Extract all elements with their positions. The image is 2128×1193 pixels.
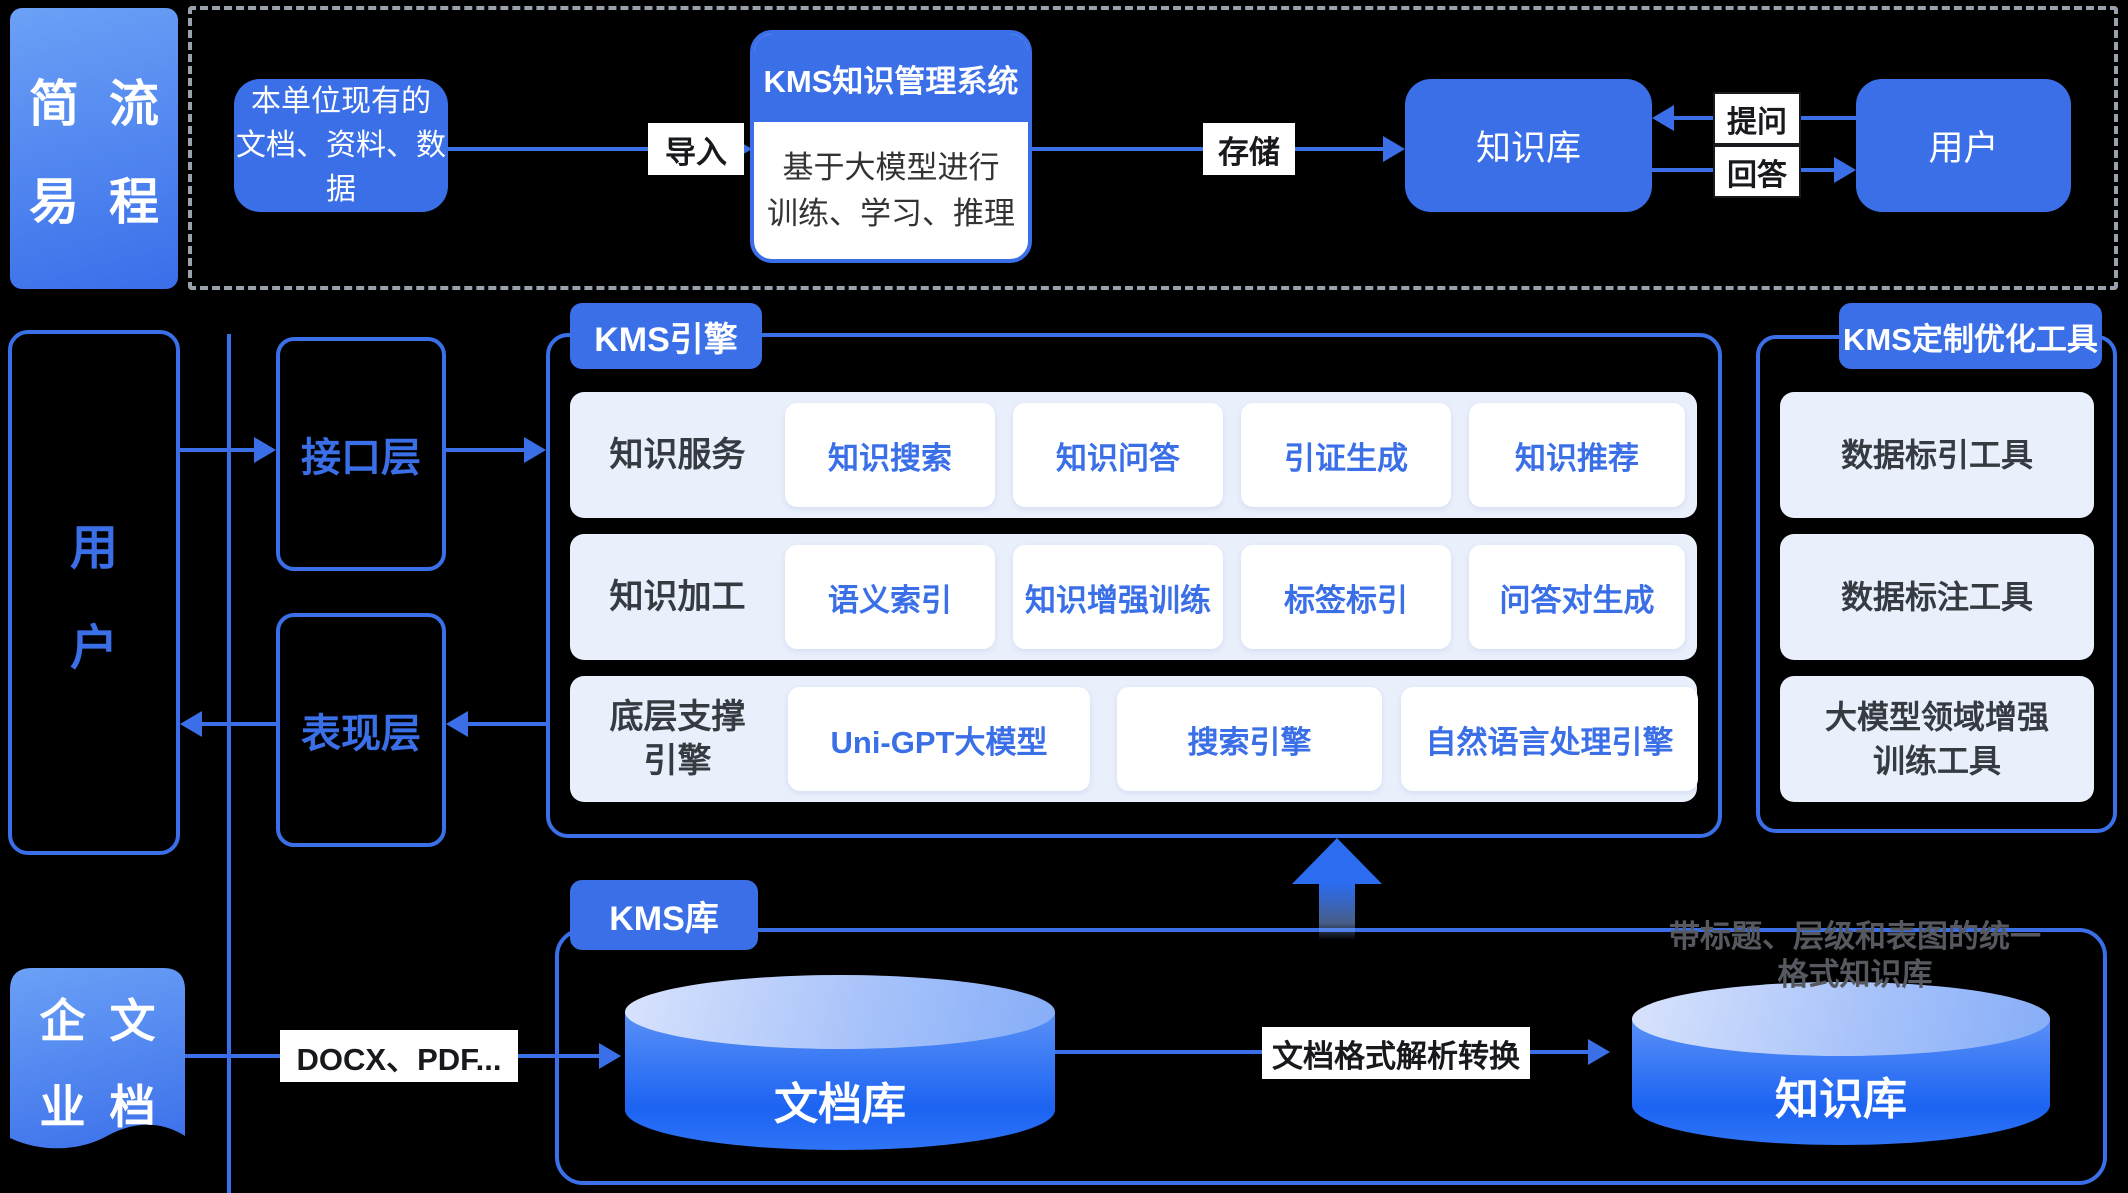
store-label: 存储 <box>1203 123 1295 175</box>
up-arrow-icon <box>1292 838 1382 884</box>
kms-system-header: KMS知识管理系统 <box>754 34 1028 122</box>
answer-label: 回答 <box>1713 145 1801 198</box>
knowledge-base-top-box: 知识库 <box>1405 79 1652 212</box>
arrow-engine-to-presentation <box>446 711 546 737</box>
engine-row-label: 知识加工 <box>609 578 746 616</box>
presentation-layer-box: 表现层 <box>276 613 446 847</box>
engine-chip: 自然语言处理引擎 <box>1401 687 1698 791</box>
engine-row-label: 知识服务 <box>609 436 746 474</box>
document-store-label: 文档库 <box>774 1080 906 1129</box>
engine-chip: 搜索引擎 <box>1117 687 1382 791</box>
process-dashed-frame <box>188 6 2118 290</box>
process-badge: 简 易 流 程 <box>10 8 178 289</box>
docx-label: DOCX、PDF... <box>280 1030 518 1082</box>
kms-system-body: 基于大模型进行 训练、学习、推理 <box>767 149 1015 231</box>
engine-chip: 语义索引 <box>785 545 995 649</box>
arrow-user-to-interface <box>180 437 276 463</box>
user-top-box: 用户 <box>1856 79 2071 212</box>
arrow-presentation-to-user <box>180 711 276 737</box>
engine-chip: Uni-GPT大模型 <box>788 687 1090 791</box>
document-store-cylinder: 文档库 <box>625 975 1055 1150</box>
engine-chip: 知识推荐 <box>1469 403 1685 507</box>
tool-card: 数据标引工具 <box>1780 392 2094 518</box>
kms-store-tab: KMS库 <box>570 880 758 950</box>
kms-engine-tab: KMS引擎 <box>570 303 762 369</box>
faded-note: 带标题、层级和表图的统一 格式知识库 <box>1669 919 2041 992</box>
engine-chip: 问答对生成 <box>1469 545 1685 649</box>
enterprise-docs-badge: 企 业 文 档 <box>10 968 185 1153</box>
process-badge-col2: 流 程 <box>109 75 159 230</box>
up-arrow-shaft <box>1319 884 1355 940</box>
knowledge-store-cylinder: 知识库 <box>1632 982 2050 1145</box>
arrow-interface-to-engine <box>446 437 546 463</box>
tool-card: 数据标注工具 <box>1780 534 2094 660</box>
tool-card: 大模型领域增强 训练工具 <box>1780 676 2094 802</box>
convert-label: 文档格式解析转换 <box>1262 1027 1530 1079</box>
kms-system-box: KMS知识管理系统 基于大模型进行 训练、学习、推理 <box>750 30 1032 263</box>
kms-engine-container <box>546 333 1722 838</box>
enterprise-badge-col1: 企 业 <box>39 994 86 1133</box>
enterprise-badge-col2: 文 档 <box>109 994 156 1133</box>
engine-chip: 知识增强训练 <box>1013 545 1223 649</box>
engine-chip: 知识搜索 <box>785 403 995 507</box>
ask-label: 提问 <box>1713 92 1801 145</box>
interface-layer-box: 接口层 <box>276 337 446 571</box>
process-badge-col1: 简 易 <box>29 75 79 230</box>
engine-row-label: 底层支撑 引擎 <box>609 698 746 780</box>
import-label: 导入 <box>648 123 744 175</box>
engine-chip: 标签标引 <box>1241 545 1451 649</box>
engine-chip: 知识问答 <box>1013 403 1223 507</box>
user-middle-box: 用 户 <box>8 330 180 855</box>
knowledge-store-label: 知识库 <box>1775 1075 1907 1124</box>
source-docs-box: 本单位现有的 文档、资料、数据 <box>234 79 448 212</box>
kms-tools-tab: KMS定制优化工具 <box>1839 303 2102 369</box>
engine-chip: 引证生成 <box>1241 403 1451 507</box>
